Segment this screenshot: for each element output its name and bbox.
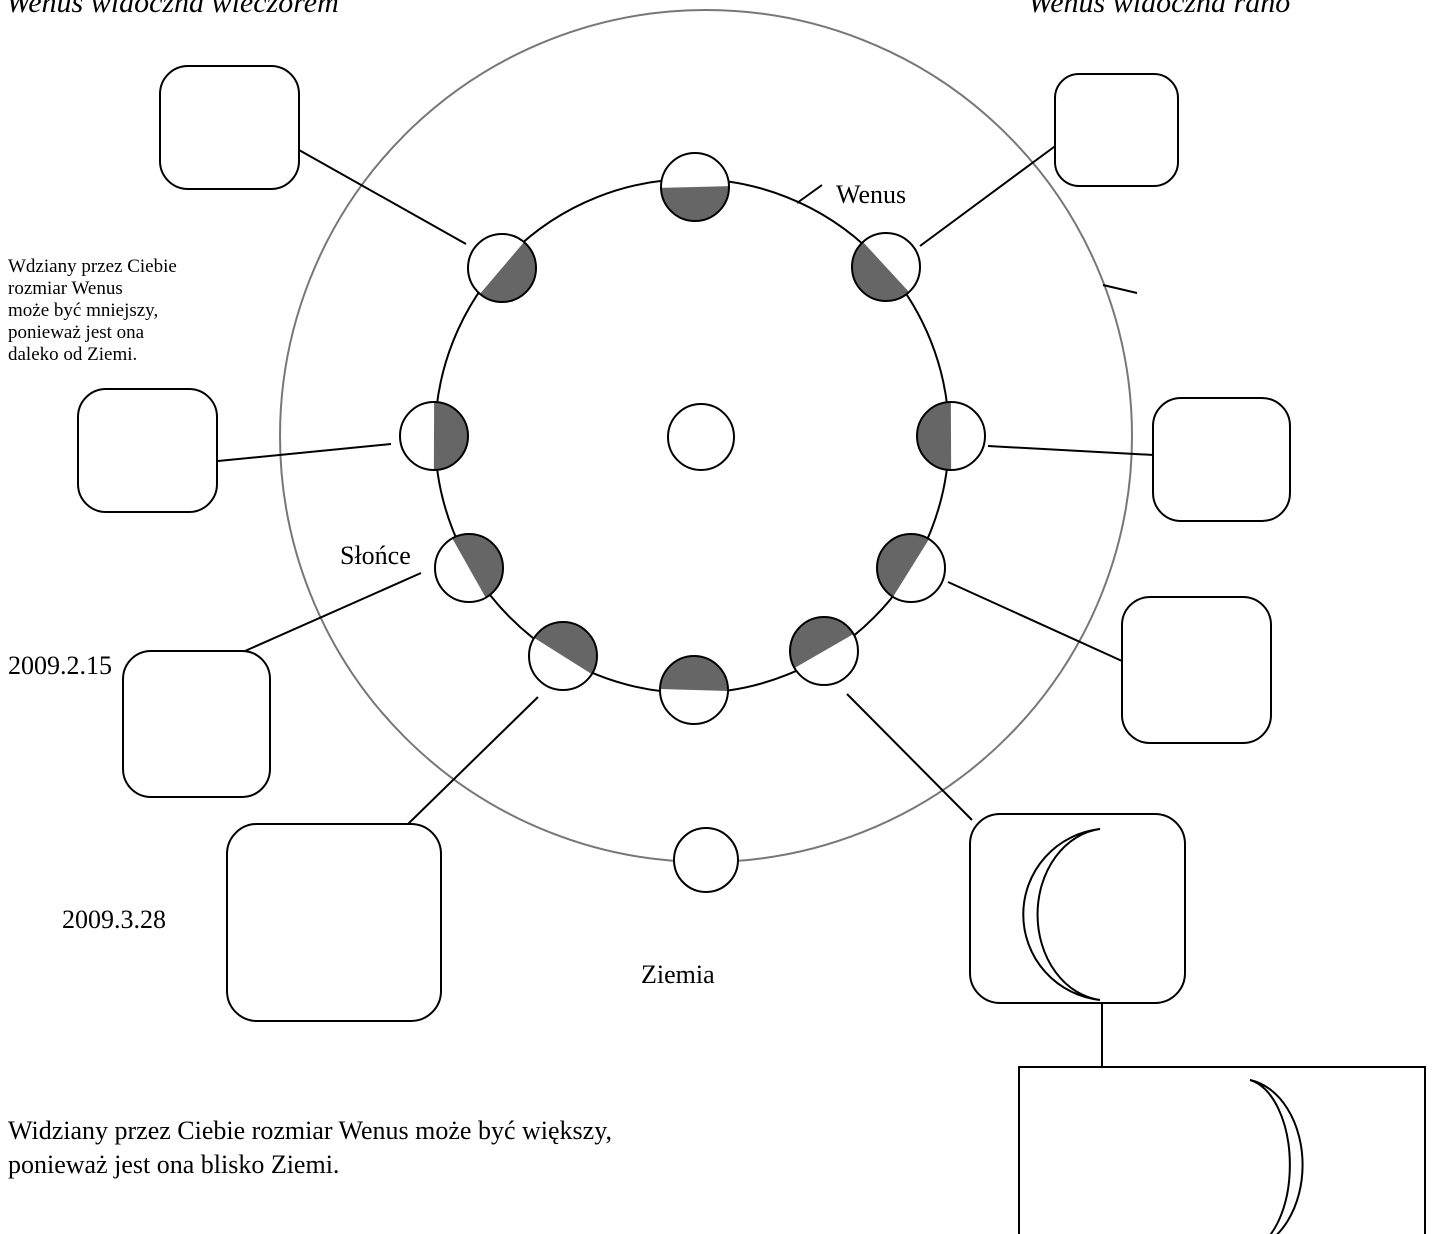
- pointer-line: [846, 693, 973, 821]
- pointer-line: [298, 149, 467, 245]
- earth-orbit-label-tick: [1102, 284, 1138, 294]
- date-label: 2009.3.28: [62, 905, 166, 934]
- venus-shadow: [661, 186, 730, 222]
- venus-shadow: [433, 402, 468, 470]
- mirror-view-box: [1018, 1066, 1426, 1234]
- venus-phase-icon: [876, 533, 946, 603]
- answer-box: [1121, 596, 1272, 744]
- venus-shadow: [877, 534, 929, 597]
- crescent-icon: [1022, 828, 1101, 1001]
- earth-icon: [673, 827, 739, 893]
- venus-shadow: [789, 617, 854, 668]
- answer-box: [1054, 73, 1179, 187]
- header-morning: Wenus widoczna rano: [1028, 0, 1291, 19]
- answer-box: [1152, 397, 1291, 522]
- venus-phase-icon: [528, 621, 598, 691]
- answer-box-example: [969, 813, 1186, 1004]
- venus-phase-icon: [851, 232, 921, 302]
- sun-icon: [667, 403, 735, 471]
- venus-phase-icon: [916, 401, 986, 471]
- note-far-smaller: Wdziany przez Ciebie rozmiar Wenus może …: [8, 256, 177, 365]
- venus-shadow: [534, 622, 597, 675]
- earth-label: Ziemia: [641, 960, 715, 989]
- venus-shadow: [479, 242, 536, 303]
- crescent-icon: [1249, 1079, 1304, 1234]
- header-evening: Wenus widoczna wieczorem: [6, 0, 339, 19]
- venus-shadow: [660, 656, 728, 691]
- venus-position: [660, 152, 730, 222]
- venus-position: [467, 233, 537, 303]
- pointer-line: [987, 445, 1155, 456]
- answer-box: [122, 650, 271, 798]
- pointer-line: [407, 696, 539, 825]
- venus-shadow: [452, 534, 503, 598]
- venus-phase-icon: [399, 401, 469, 471]
- venus-phase-icon: [660, 152, 730, 222]
- venus-position: [659, 655, 729, 725]
- pointer-line: [919, 143, 1059, 247]
- pointer-line: [217, 443, 392, 462]
- venus-position: [434, 533, 504, 603]
- pointer-line: [244, 572, 422, 652]
- venus-position: [399, 401, 469, 471]
- venus-phase-icon: [789, 616, 859, 686]
- venus-shadow: [852, 241, 910, 301]
- sun-label: Słońce: [340, 541, 411, 570]
- pointer-lines: [217, 143, 1155, 1067]
- venus-shadow: [917, 402, 952, 470]
- venus-phase-icon: [434, 533, 504, 603]
- venus-position: [528, 621, 598, 691]
- note-near-larger: Widziany przez Ciebie rozmiar Wenus może…: [8, 1116, 613, 1179]
- venus-label-tick: [796, 184, 823, 204]
- venus-position: [789, 616, 859, 686]
- answer-box: [226, 823, 442, 1022]
- answer-box: [77, 388, 218, 513]
- answer-box: [159, 65, 300, 190]
- pointer-line: [947, 581, 1123, 662]
- venus-position: [916, 401, 986, 471]
- venus-position: [876, 533, 946, 603]
- date-label: 2009.2.15: [8, 651, 112, 680]
- venus-label: Wenus: [836, 180, 907, 209]
- venus-phase-icon: [659, 655, 729, 725]
- answer-boxes: [77, 65, 1291, 1022]
- venus-position: [851, 232, 921, 302]
- venus-phase-icon: [467, 233, 537, 303]
